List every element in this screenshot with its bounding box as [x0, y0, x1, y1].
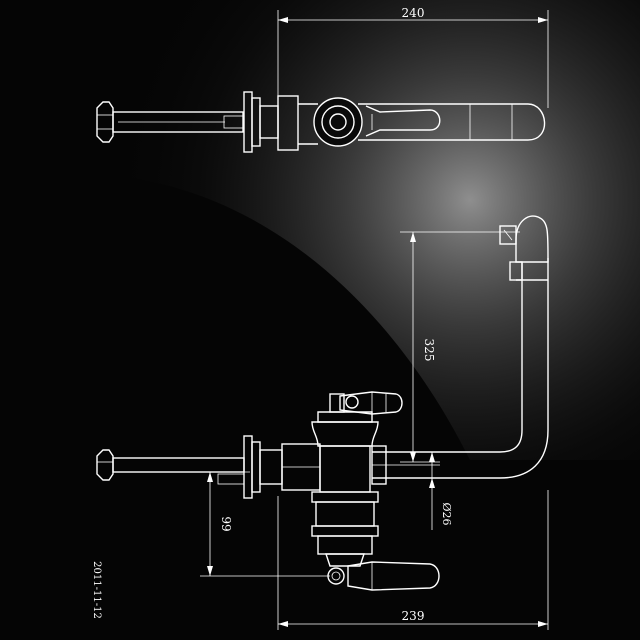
- spout-connector: [371, 445, 387, 485]
- left-height-label: 99: [219, 516, 233, 531]
- top-supply-pipe: [112, 111, 244, 133]
- aerator-line: [503, 229, 513, 241]
- spout-pipe-inner: [372, 262, 523, 453]
- lower-handle: [347, 561, 440, 591]
- spout-aerator: [499, 225, 517, 245]
- date-stamp: 2011-11-12: [91, 561, 102, 619]
- diameter-label: Ø26: [440, 502, 453, 525]
- top-width-label: 240: [402, 6, 425, 20]
- left-dim-arrow-top: [207, 472, 213, 482]
- cartridge-base: [325, 553, 365, 567]
- upper-handle: [339, 391, 403, 415]
- spout-head: [515, 215, 549, 263]
- bottom-width-label: 239: [402, 609, 425, 623]
- front-hex-nut: [96, 449, 114, 481]
- top-valve-body-block: [277, 95, 299, 151]
- front-view: 325 Ø26: [96, 215, 549, 630]
- top-dim-arrow-right: [538, 17, 548, 23]
- spout-pipe-outer: [372, 258, 549, 479]
- upper-handle-screw: [345, 395, 359, 409]
- spout-dim-arrow-top: [410, 232, 416, 242]
- bottom-dim-arrow-left: [278, 621, 288, 627]
- top-hex-nut: [96, 101, 114, 143]
- front-supply-pipe: [112, 457, 245, 473]
- top-view: 240: [96, 6, 549, 153]
- top-spout: [378, 103, 546, 141]
- top-valve-ring-outer: [313, 97, 363, 147]
- front-pipe-fitting: [217, 473, 245, 485]
- bottom-dim-arrow-right: [538, 621, 548, 627]
- spout-dim-arrow-bottom: [410, 452, 416, 462]
- left-dim-arrow-bottom: [207, 566, 213, 576]
- front-flange-neck: [259, 449, 283, 485]
- dia-arrow-bottom: [429, 478, 435, 488]
- lower-handle-screw: [331, 571, 341, 581]
- top-valve-ring-inner: [329, 113, 347, 131]
- dia-arrow-top: [429, 452, 435, 462]
- top-handle-lever: [365, 105, 441, 137]
- top-valve-ring-mid: [321, 105, 355, 139]
- top-dim-arrow-left: [278, 17, 288, 23]
- spout-height-label: 325: [422, 339, 436, 362]
